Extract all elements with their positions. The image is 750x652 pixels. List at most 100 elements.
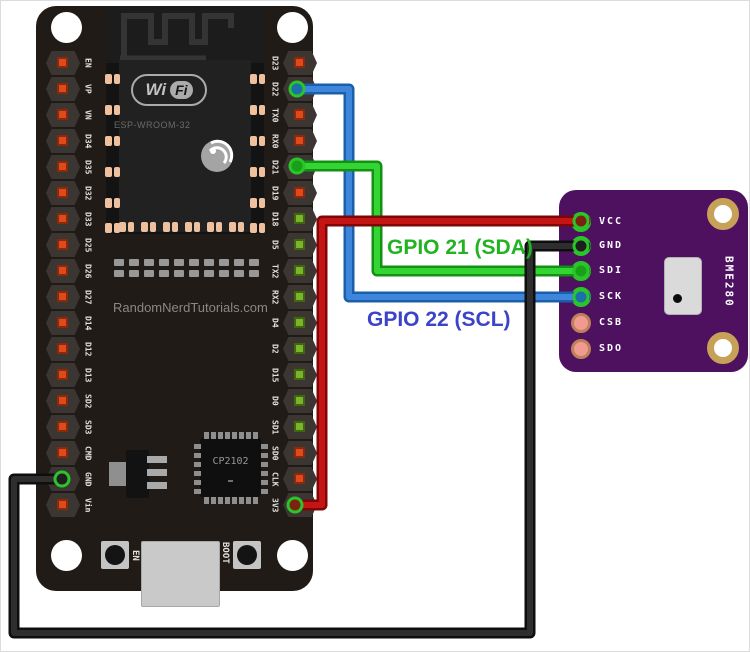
pin-label-D27: D27 xyxy=(83,289,93,305)
pin-label-TX0: TX0 xyxy=(270,107,280,123)
castellated-pad xyxy=(105,136,120,146)
pin-label-D0: D0 xyxy=(270,396,280,406)
castellated-pad xyxy=(163,222,178,232)
pin-label-EN: EN xyxy=(83,58,93,68)
castellated-pad xyxy=(250,136,265,146)
chip-pin xyxy=(232,432,237,439)
chip-mark xyxy=(228,480,233,482)
solder-pad xyxy=(234,270,244,277)
pin-label-D34: D34 xyxy=(83,133,93,149)
mounting-hole xyxy=(51,12,82,43)
chip-pin xyxy=(261,444,268,449)
esp32-pin-CMD xyxy=(46,441,80,465)
pin-led xyxy=(57,395,68,406)
pin-label-D22: D22 xyxy=(270,81,280,97)
esp32-pin-SD3 xyxy=(46,415,80,439)
chip-pin xyxy=(194,462,201,467)
bme280-pin-label-SDI: SDI xyxy=(599,265,624,276)
bme280-pin-label-VCC: VCC xyxy=(599,216,624,227)
chip-pin xyxy=(194,453,201,458)
pin-label-D23: D23 xyxy=(270,55,280,71)
pin-label-Vin: Vin xyxy=(83,497,93,513)
pin-led xyxy=(294,369,305,380)
esp32-pin-D26 xyxy=(46,259,80,283)
solder-pad xyxy=(159,270,169,277)
bme280-pin-SDO xyxy=(571,339,591,359)
pin-label-VN: VN xyxy=(83,110,93,120)
usb-connector xyxy=(141,541,220,607)
pin-label-TX2: TX2 xyxy=(270,263,280,279)
castellated-pad xyxy=(250,198,265,208)
chip-pin xyxy=(253,432,258,439)
esp32-pin-D21 xyxy=(283,155,317,179)
esp32-pin-D33 xyxy=(46,207,80,231)
esp32-pin-TX2 xyxy=(283,259,317,283)
wifi-logo: Wi Fi xyxy=(131,74,207,106)
bme280-pin-VCC xyxy=(571,212,591,232)
pin-label-D14: D14 xyxy=(83,315,93,331)
scl-wire-label: GPIO 22 (SCL) xyxy=(367,308,511,331)
antenna-zone xyxy=(106,8,264,63)
esp32-pin-CLK xyxy=(283,467,317,491)
pin-label-D5: D5 xyxy=(270,240,280,250)
solder-pad xyxy=(249,259,259,266)
solder-pad xyxy=(204,259,214,266)
esp32-pin-D12 xyxy=(46,337,80,361)
esp32-pin-D14 xyxy=(46,311,80,335)
solder-pad xyxy=(204,270,214,277)
pin-led xyxy=(57,317,68,328)
pin-led xyxy=(294,395,305,406)
bme280-pin-CSB xyxy=(571,313,591,333)
esp32-pin-Vin xyxy=(46,493,80,517)
pin-led xyxy=(294,187,305,198)
boot-button-label: BOOT xyxy=(220,542,230,564)
pin-label-SD1: SD1 xyxy=(270,419,280,435)
pin-label-GND: GND xyxy=(83,471,93,487)
castellated-pad xyxy=(250,223,265,233)
mounting-hole xyxy=(277,540,308,571)
watermark: RandomNerdTutorials.com xyxy=(113,300,268,315)
bme280-label: BME280 xyxy=(722,256,736,308)
solder-pad xyxy=(234,259,244,266)
boot-button[interactable] xyxy=(233,541,261,569)
esp32-pin-VN xyxy=(46,103,80,127)
mounting-hole xyxy=(277,12,308,43)
en-button-dot[interactable] xyxy=(105,545,125,565)
bme280-pin-label-CSB: CSB xyxy=(599,317,624,328)
boot-button-dot[interactable] xyxy=(237,545,257,565)
solder-pad xyxy=(189,259,199,266)
esp32-pin-D13 xyxy=(46,363,80,387)
pin-label-SD0: SD0 xyxy=(270,445,280,461)
pin-led xyxy=(57,421,68,432)
pin-label-VP: VP xyxy=(83,84,93,94)
pin-led xyxy=(57,161,68,172)
pin-label-D32: D32 xyxy=(83,185,93,201)
bme280-sensor-chip xyxy=(664,257,702,315)
pin-label-D25: D25 xyxy=(83,237,93,253)
pin-led xyxy=(294,343,305,354)
wire-power-core xyxy=(292,218,588,508)
bme280-pin-GND xyxy=(571,236,591,256)
esp32-pin-D19 xyxy=(283,181,317,205)
solder-pad xyxy=(219,259,229,266)
pin-label-D21: D21 xyxy=(270,159,280,175)
castellated-pad xyxy=(250,167,265,177)
pin-label-CMD: CMD xyxy=(83,445,93,461)
chip-pin xyxy=(211,497,216,504)
esp32-pin-GND xyxy=(46,467,80,491)
pin-led xyxy=(57,239,68,250)
en-button-label: EN xyxy=(130,549,140,561)
chip-pin xyxy=(194,444,201,449)
esp32-pin-D27 xyxy=(46,285,80,309)
chip-pin xyxy=(204,432,209,439)
esp32-pin-D32 xyxy=(46,181,80,205)
en-button[interactable] xyxy=(101,541,129,569)
esp32-pin-D5 xyxy=(283,233,317,257)
pin-led xyxy=(294,473,305,484)
pin-label-CLK: CLK xyxy=(270,471,280,487)
chip-pin xyxy=(232,497,237,504)
solder-pad xyxy=(249,270,259,277)
pin-label-D12: D12 xyxy=(83,341,93,357)
solder-pad xyxy=(114,270,124,277)
castellated-pad xyxy=(141,222,156,232)
